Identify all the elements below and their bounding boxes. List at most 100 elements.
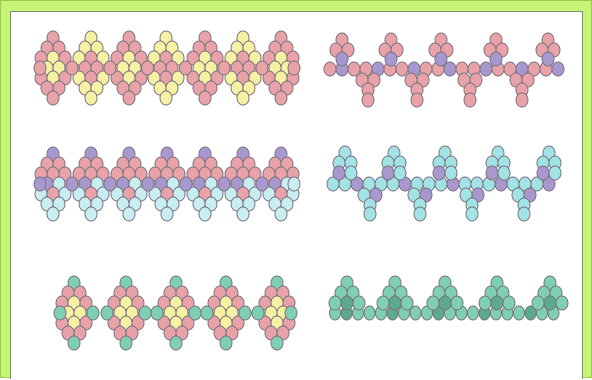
bead [502,295,516,311]
bead [217,176,231,192]
bead [141,60,154,76]
bead [485,165,499,181]
bead [489,51,503,67]
bead [340,295,354,311]
bead [122,90,136,106]
bead [555,295,569,311]
bead [198,206,212,222]
bead [169,335,183,351]
bead [479,61,493,77]
bead [376,295,390,311]
bead [497,165,511,181]
bead [188,305,202,321]
bead [335,51,349,67]
bead [381,165,395,181]
bead [363,206,377,222]
bead [410,92,424,108]
bead [551,61,565,77]
bead [542,176,556,192]
bead [352,295,366,311]
bead [65,176,79,192]
bead [328,295,342,311]
bead [344,165,358,181]
bead [517,206,531,222]
bead [287,176,301,192]
bead [33,176,47,192]
bead [332,165,346,181]
bead [33,60,47,76]
bead [251,305,265,321]
bead [122,206,136,222]
bead [426,295,440,311]
bead [478,295,492,311]
bead [531,295,545,311]
bead [361,92,375,108]
bead [536,165,550,181]
bead [395,61,409,77]
bead [103,60,117,76]
bead [400,295,414,311]
bead [46,90,60,106]
bead [463,92,477,108]
bead [384,51,398,67]
bead [160,206,174,222]
bead [284,305,298,321]
bead [119,335,133,351]
bead [270,335,284,351]
pattern-pink-yellow-diamonds [33,30,301,106]
pattern-pink-teal-diamonds [53,275,298,351]
bead [438,295,452,311]
bead [103,176,117,192]
bead [198,90,212,106]
bead [67,335,81,351]
bead [84,90,98,106]
bead [513,305,525,321]
bead [467,305,479,321]
bead [46,206,60,222]
bead [515,92,529,108]
bead [465,206,479,222]
bead [393,165,407,181]
bead [363,305,376,321]
bead [86,305,100,321]
bead [150,305,164,321]
bead [323,61,337,77]
bead [541,51,555,67]
bead [179,176,193,192]
bead [274,90,288,106]
bead [138,305,152,321]
pattern-pink-purple-zigzag [323,32,565,108]
bead [432,165,446,181]
bead [388,295,402,311]
bead [450,295,464,311]
bead [236,206,250,222]
bead [100,305,114,321]
bead [179,60,192,76]
bead-pattern-panel [10,11,583,379]
bead [219,335,233,351]
bead [65,60,79,76]
bead [255,60,269,76]
bead [200,305,214,321]
bead [141,176,155,192]
bead [548,165,562,181]
bead [490,295,504,311]
bead [287,60,301,76]
bead [413,206,427,222]
bead [443,61,457,77]
bead [238,305,252,321]
bead [217,60,231,76]
bead [53,305,67,321]
pattern-teal-picot-edging [328,275,569,321]
bead [236,90,250,106]
bead [434,51,448,67]
bead [543,295,557,311]
bead [347,61,361,77]
bead [84,206,98,222]
bead [255,176,269,192]
pattern-purple-blue-diamonds [33,146,301,222]
bead [159,90,173,106]
bead [274,206,288,222]
bead-pattern-illustration [33,30,569,351]
